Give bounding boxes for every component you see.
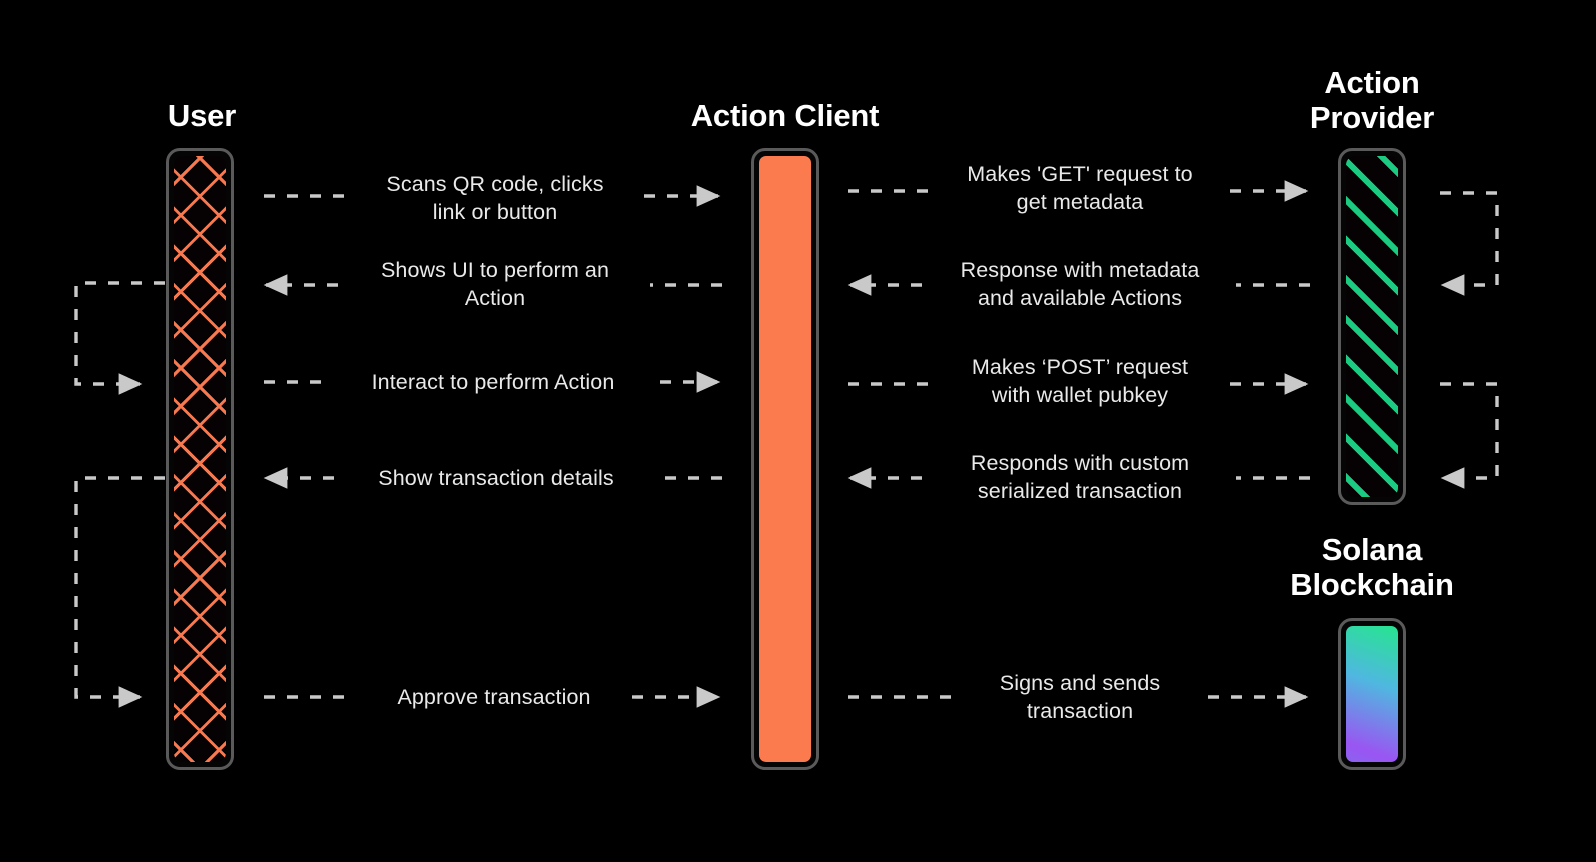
message-label-m5: Approve transaction (397, 685, 591, 709)
message-label-m8: Makes ‘POST’ request with wallet pubkey (971, 355, 1189, 407)
lifeline-user-fill (174, 156, 226, 762)
message-label-m3: Interact to perform Action (371, 370, 615, 394)
message-label-m2: Shows UI to perform an Action (380, 258, 610, 310)
message-label-m10: Signs and sends transaction (999, 671, 1161, 723)
self-loop-provider-1 (1440, 191, 1499, 296)
lifeline-action-provider (1338, 148, 1406, 505)
lifeline-action-provider-fill (1346, 156, 1398, 497)
self-loop-user-1 (74, 281, 165, 395)
lifeline-solana-blockchain (1338, 618, 1406, 770)
lifeline-action-client-fill (759, 156, 811, 762)
message-label-m1: Scans QR code, clicks link or button (386, 172, 604, 224)
message-label-m6: Makes 'GET' request to get metadata (967, 162, 1193, 214)
message-label-m9: Responds with custom serialized transact… (970, 451, 1190, 503)
message-label-m7: Response with metadata and available Act… (960, 258, 1200, 310)
lifeline-user (166, 148, 234, 770)
self-loop-user-2 (74, 476, 165, 708)
actor-title-user: User (167, 98, 237, 133)
message-label-m4: Show transaction details (378, 466, 614, 490)
actor-title-action-client: Action Client (690, 98, 880, 133)
actor-title-action-provider: Action Provider (1309, 65, 1435, 135)
lifeline-action-client (751, 148, 819, 770)
lifeline-solana-gradient-fill (1346, 626, 1398, 762)
self-loop-provider-2 (1440, 382, 1499, 489)
actor-title-solana-blockchain: Solana Blockchain (1290, 532, 1454, 602)
